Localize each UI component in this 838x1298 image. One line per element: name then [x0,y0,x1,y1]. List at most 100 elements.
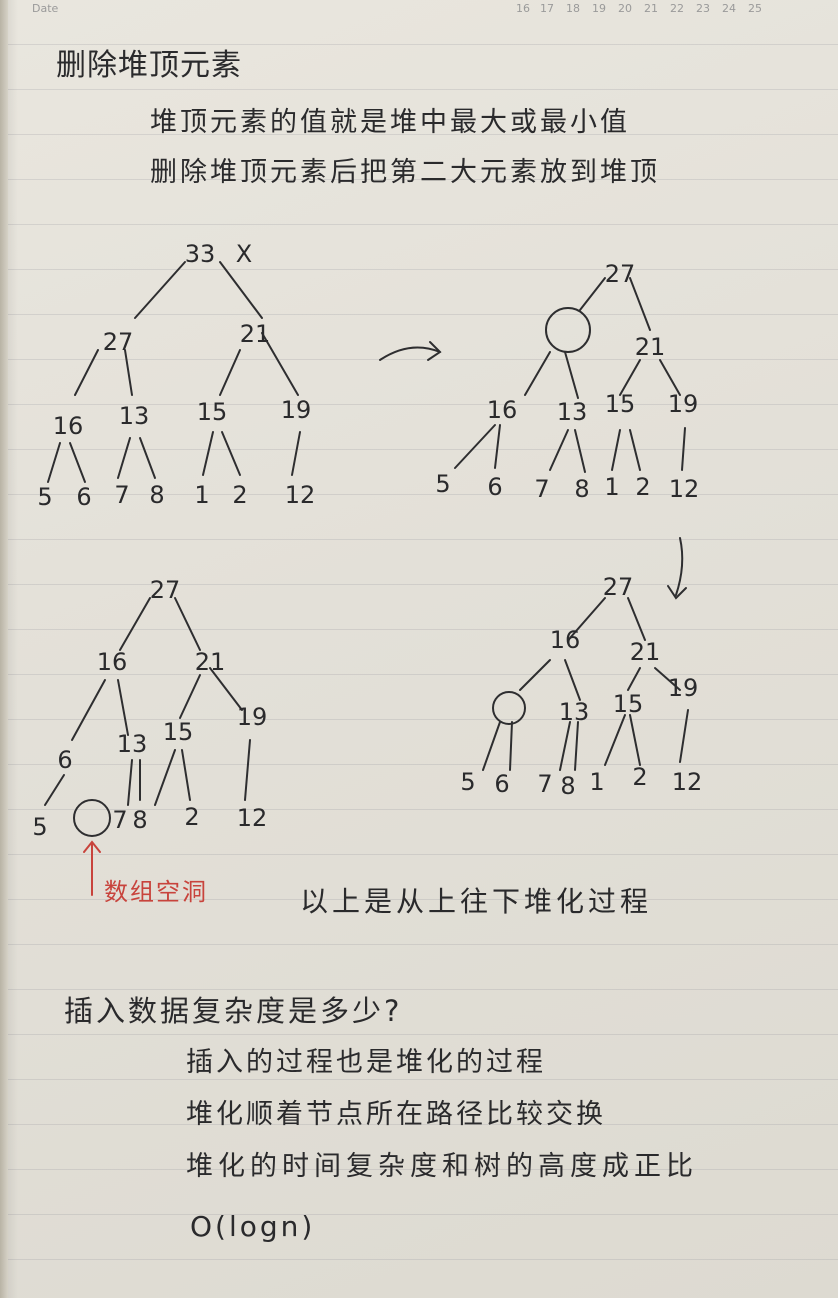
tree-node: 8 [574,475,589,503]
tree-edge [579,277,606,311]
tree-node: 7 [112,806,127,834]
tree-edge [564,351,579,399]
tree-edge [261,332,299,396]
tree-node: 15 [163,718,194,746]
tree-edge [574,429,586,473]
answer-line: 堆化的时间复杂度和树的高度成正比 [186,1151,698,1182]
tree-edge [219,349,241,396]
tree-node: 5 [435,470,450,498]
heap-tree-step-3: 27 16 21 6 13 15 19 5 7 8 2 12 [32,576,268,896]
tree-node: 21 [240,320,271,348]
tree-node: 6 [494,770,509,798]
tree-node: 13 [559,698,590,726]
date-number: 21 [644,2,658,15]
tree-edge [154,749,176,806]
tree-edge [679,709,689,763]
tree-node: 2 [635,473,650,501]
tree-node-root: 33 [185,240,216,268]
tree-node: 21 [630,638,661,666]
hole-circle [545,307,591,353]
tree-edge [209,667,243,711]
tree-edge [574,721,579,771]
date-number: 23 [696,2,710,15]
date-number: 16 [516,2,530,15]
tree-node: 12 [285,481,316,509]
tree-node: 5 [460,768,475,796]
tree-edge [44,774,65,806]
tree-node: 8 [560,772,575,800]
tree-edge [47,442,61,483]
tree-edge [74,349,99,396]
tree-edge [181,749,191,801]
tree-node: 1 [604,473,619,501]
removed-mark: X [236,240,252,268]
tree-edge [627,597,646,641]
tree-edge [244,739,251,801]
tree-node-root: 27 [150,576,181,604]
date-number: 20 [618,2,632,15]
date-number: 19 [592,2,606,15]
tree-node: 2 [232,481,247,509]
tree-edge [127,759,133,806]
question-heading: 插入数据复杂度是多少? [64,994,403,1028]
tree-node: 5 [32,813,47,841]
tree-edge [629,714,641,766]
tree-node: 12 [672,768,703,796]
tree-edge [174,597,201,651]
process-caption: 以上是从上往下堆化过程 [300,885,653,918]
tree-node: 21 [635,333,666,361]
tree-edge [221,431,241,476]
tree-node: 15 [605,390,636,418]
tree-node: 19 [237,703,268,731]
tree-edge [494,424,501,469]
arrow-head [667,585,687,600]
date-header-strip: Date 16 17 18 19 20 21 22 23 24 25 [30,2,838,22]
tree-node: 16 [487,396,518,424]
tree-edge [519,659,551,691]
hole-circle [73,799,111,837]
tree-edge [569,597,606,639]
tree-node-root: 27 [603,573,634,601]
tree-node: 6 [76,483,91,511]
tree-node: 21 [195,648,226,676]
tree-node: 19 [281,396,312,424]
tree-node: 13 [117,730,148,758]
tree-edge [524,351,551,396]
tree-node: 8 [132,806,147,834]
tree-edge [629,429,641,471]
tree-edge [619,359,641,396]
tree-edge [117,679,129,736]
tree-edge [69,442,86,483]
tree-node: 13 [119,402,150,430]
tree-edge [654,667,681,691]
tree-node: 5 [37,483,52,511]
tree-node: 6 [57,746,72,774]
tree-edge [509,721,513,771]
tree-edge [611,429,621,471]
arrow-down-icon [675,537,684,596]
date-number: 22 [670,2,684,15]
date-number: 18 [566,2,580,15]
tree-node: 12 [669,475,700,503]
tree-edge [659,359,681,396]
heap-tree-step-2: 27 16 21 13 15 19 5 6 7 8 1 2 12 [460,573,702,800]
tree-node: 15 [613,690,644,718]
date-number: 25 [748,2,762,15]
tree-edge [559,721,571,771]
tree-node-root: 27 [605,260,636,288]
tree-node: 7 [114,481,129,509]
heap-tree-step-1: 27 21 16 13 15 19 5 6 7 8 1 2 12 [435,260,699,503]
arrow-head [427,341,442,361]
tree-node: 2 [632,763,647,791]
date-label: Date [32,2,59,15]
answer-line: 插入的过程也是堆化的过程 [186,1047,546,1078]
tree-edge [482,721,501,771]
note-line: 堆顶元素的值就是堆中最大或最小值 [150,107,630,138]
tree-node: 19 [668,674,699,702]
tree-node: 7 [534,475,549,503]
tree-edge [124,349,133,396]
tree-edge [219,261,263,319]
complexity-result: O(logn) [190,1210,316,1243]
